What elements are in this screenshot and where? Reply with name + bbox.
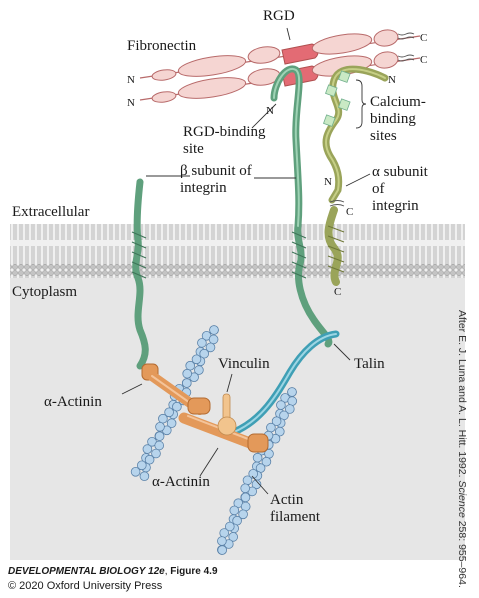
label-c-cytoplasm: C: [334, 286, 342, 298]
label-extracellular: Extracellular: [12, 204, 90, 220]
book-title: DEVELOPMENTAL BIOLOGY 12e: [8, 566, 165, 577]
label-n-beta: N: [266, 105, 274, 117]
actin-monomer: [271, 416, 282, 427]
beta-subunit: [270, 65, 333, 348]
copyright: © 2020 Oxford University Press: [8, 580, 163, 592]
actin-monomer: [130, 466, 141, 477]
actin-monomer: [185, 360, 196, 371]
source-authors: After E. J. Luna and A. L. Hitt. 1992.: [456, 310, 468, 481]
source-credit: After E. J. Luna and A. L. Hitt. 1992. S…: [456, 310, 468, 588]
actin-monomer: [266, 422, 276, 433]
label-actin-2: filament: [270, 509, 320, 525]
label-rgd-site-2: site: [183, 141, 204, 157]
actin-monomer: [199, 348, 210, 359]
actin-monomer: [182, 368, 193, 379]
actin-monomer: [142, 444, 153, 454]
actin-monomer: [252, 452, 263, 463]
label-alpha-2: of: [372, 181, 385, 197]
actin-monomer: [154, 440, 165, 451]
label-alpha-3: integrin: [372, 198, 419, 214]
book-sep: ,: [164, 566, 171, 577]
figure-credit: DEVELOPMENTAL BIOLOGY 12e, Figure 4.9: [8, 566, 218, 577]
label-c-top: C: [420, 32, 428, 44]
label-talin: Talin: [354, 356, 385, 372]
label-calcium-3: sites: [370, 128, 397, 144]
label-c-bottom: C: [420, 54, 428, 66]
actin-monomer: [248, 468, 259, 479]
calcium-bracket: [355, 79, 367, 129]
actin-filament-left: [130, 325, 219, 482]
actin-monomer: [209, 325, 219, 335]
actin-monomer: [276, 400, 286, 410]
label-vinculin: Vinculin: [218, 356, 270, 372]
actin-monomer: [287, 396, 298, 406]
actin-monomer: [225, 521, 235, 532]
actin-monomer: [217, 536, 227, 546]
leader-lines: [121, 27, 371, 495]
label-beta-1: β subunit of: [180, 163, 252, 179]
actin-monomer: [284, 404, 295, 414]
actin-filament-right: [217, 387, 298, 555]
alpha-subunit: [322, 65, 389, 286]
source-pages: 258: 955–964.: [456, 517, 468, 588]
label-alpha-actinin-2: α-Actinin: [152, 474, 210, 490]
figure-number: Figure 4.9: [170, 566, 218, 577]
actin-monomer: [144, 454, 155, 465]
fibronectin-strand-top: [139, 29, 421, 81]
actin-monomer: [240, 483, 251, 494]
label-cytoplasm: Cytoplasm: [12, 284, 78, 300]
source-journal: Science: [456, 480, 468, 518]
label-alpha-actinin-1: α-Actinin: [44, 394, 102, 410]
beta-subunit-tail: [131, 178, 149, 370]
actin-monomer: [208, 334, 219, 345]
actin-monomer: [219, 528, 230, 538]
alpha-actinin-top: [141, 363, 211, 415]
label-rgd: RGD: [263, 8, 295, 24]
label-c-alpha: C: [346, 206, 354, 218]
label-fibronectin: Fibronectin: [127, 38, 197, 54]
actin-monomer: [164, 407, 174, 418]
actin-monomer: [261, 456, 272, 467]
actin-monomer: [229, 505, 240, 516]
actin-monomer: [172, 401, 182, 412]
label-rgd-site-1: RGD-binding: [183, 124, 266, 140]
lipid-bilayer: [10, 224, 465, 278]
label-n-alpha-top: N: [388, 74, 396, 86]
actin-monomer: [166, 418, 177, 429]
label-calcium-1: Calcium-: [370, 94, 426, 110]
actin-monomer: [139, 471, 150, 482]
actin-monomer: [205, 342, 216, 353]
label-n-strand1: N: [127, 74, 135, 86]
label-alpha-1: α subunit: [372, 164, 428, 180]
actin-monomer: [238, 509, 248, 520]
actin-monomer: [194, 365, 204, 375]
actin-monomer: [240, 492, 251, 503]
actin-monomer: [274, 426, 285, 437]
label-n-strand2: N: [127, 97, 135, 109]
actin-monomer: [191, 354, 202, 365]
vinculin: [217, 393, 237, 436]
actin-monomer: [155, 421, 165, 432]
actin-monomer: [137, 460, 147, 471]
label-actin-1: Actin: [270, 492, 304, 508]
actin-monomer: [217, 545, 228, 555]
label-n-alpha: N: [324, 176, 332, 188]
actin-monomer: [154, 431, 165, 442]
actin-monomer: [158, 413, 168, 424]
actin-monomer: [151, 448, 161, 459]
label-calcium-2: binding: [370, 111, 416, 127]
actin-monomer: [251, 479, 262, 490]
actin-monomer: [197, 338, 207, 348]
calcium-binding-sites: [323, 70, 351, 127]
actin-monomer: [182, 378, 192, 388]
actin-monomer: [242, 475, 253, 486]
label-beta-2: integrin: [180, 180, 227, 196]
actin-monomer: [228, 532, 239, 542]
